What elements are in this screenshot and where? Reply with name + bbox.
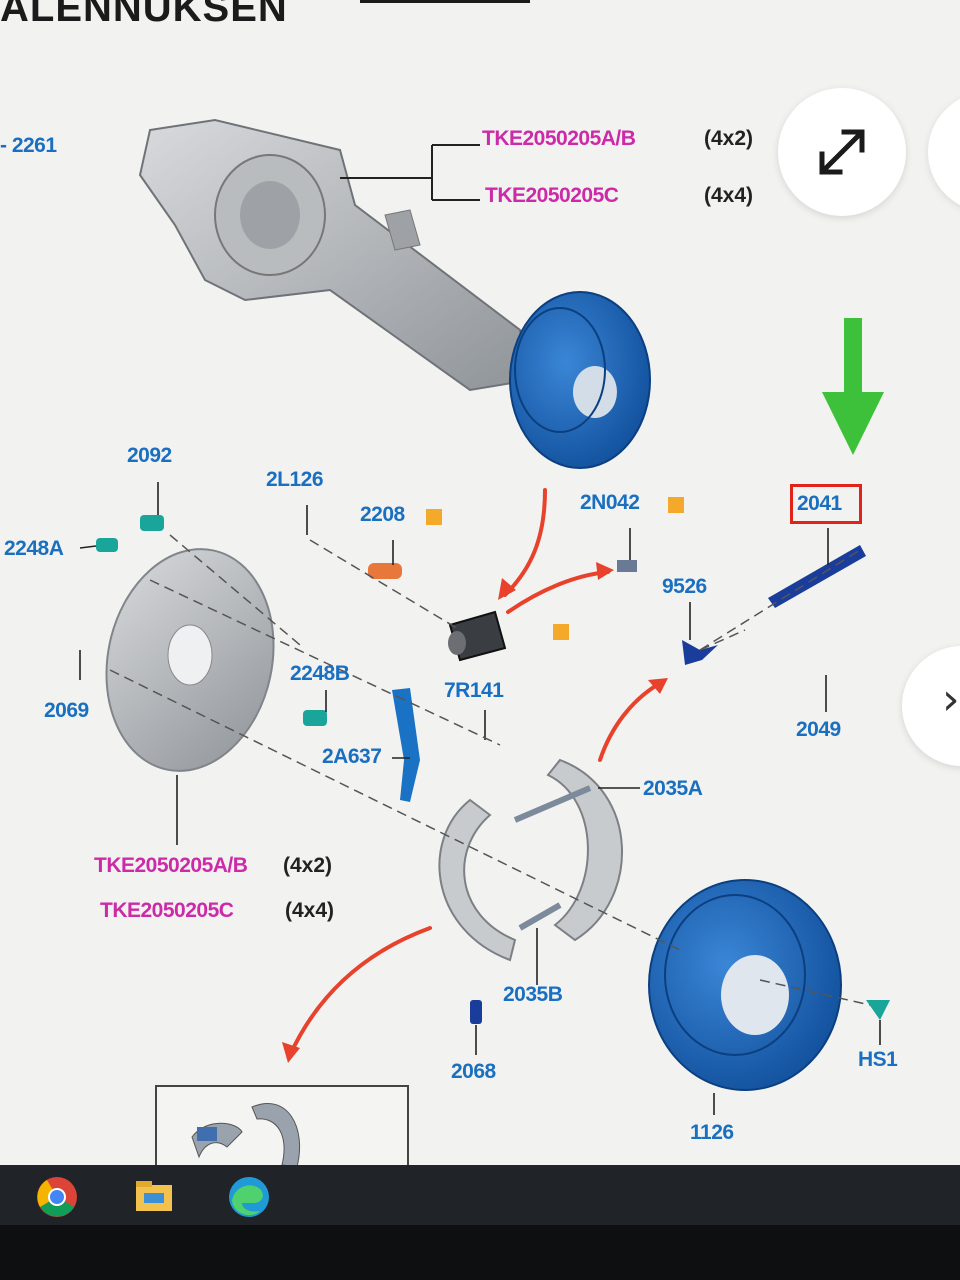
- axle-drum: [509, 291, 651, 469]
- backing-plate: [105, 548, 275, 772]
- expand-button[interactable]: [778, 88, 906, 216]
- callout-arrowheads: [282, 562, 668, 1063]
- monitor-bezel: [0, 1225, 960, 1280]
- part-1126[interactable]: 1126: [690, 1121, 734, 1144]
- part-9526[interactable]: 9526: [662, 575, 707, 598]
- part-2A637[interactable]: 2A637: [322, 745, 382, 768]
- chevron-right-icon: ›: [942, 674, 960, 725]
- folder-icon: [136, 1181, 172, 1211]
- housing-ref-code-0[interactable]: TKE2050205A/B: [482, 127, 636, 150]
- part-2248A[interactable]: 2248A: [4, 537, 64, 560]
- part-2049[interactable]: 2049: [796, 718, 841, 741]
- part-7R141[interactable]: 7R141: [444, 679, 504, 702]
- page-title: ALENNUKSEN: [0, 0, 288, 30]
- taskbar-file-explorer[interactable]: [124, 1171, 182, 1223]
- part-2208[interactable]: 2208: [360, 503, 405, 526]
- ref-2261[interactable]: - 2261: [0, 134, 57, 158]
- housing-ref-code-1[interactable]: TKE2050205C: [485, 184, 619, 207]
- info-marker: [426, 509, 442, 525]
- thumbnail-preview[interactable]: [155, 1085, 409, 1170]
- plate-ref-code-1[interactable]: TKE2050205C: [100, 899, 234, 922]
- part-leaders: [79, 482, 881, 1115]
- highlight-box-2041: [790, 484, 862, 524]
- chrome-icon: [37, 1177, 77, 1217]
- housing-ref-drive-0: (4x2): [704, 127, 754, 150]
- taskbar: [0, 1165, 960, 1225]
- assembly-axes: [109, 534, 871, 1006]
- plate-ref-drive-0: (4x2): [283, 854, 333, 877]
- title-link-underline[interactable]: [360, 0, 530, 3]
- part-2035B[interactable]: 2035B: [503, 983, 563, 1006]
- axle-housing: [138, 118, 532, 392]
- taskbar-edge[interactable]: [220, 1171, 278, 1223]
- part-2069[interactable]: 2069: [44, 699, 89, 722]
- part-2035A[interactable]: 2035A: [643, 777, 703, 800]
- part-2N042[interactable]: 2N042: [580, 491, 640, 514]
- diagram-viewer: ALENNUKSEN: [0, 0, 960, 1170]
- part-2068[interactable]: 2068: [451, 1060, 496, 1083]
- housing-ref-drive-1: (4x4): [704, 184, 754, 207]
- part-HS1[interactable]: HS1: [858, 1048, 898, 1071]
- brake-drum: [648, 879, 842, 1091]
- edge-icon: [229, 1177, 269, 1217]
- info-marker: [668, 497, 684, 513]
- part-2092[interactable]: 2092: [127, 444, 172, 467]
- housing-leaders: [340, 144, 480, 201]
- expand-arrows-icon: [819, 129, 865, 175]
- wheel-cylinder: [448, 610, 507, 662]
- part-2248B[interactable]: 2248B: [290, 662, 350, 685]
- green-pointer-arrow: [822, 318, 884, 455]
- brake-shoes: [438, 758, 624, 962]
- dash-prefix: -: [0, 134, 12, 157]
- plate-ref-code-0[interactable]: TKE2050205A/B: [94, 854, 248, 877]
- part-2041[interactable]: 2041: [797, 492, 842, 515]
- info-marker: [553, 624, 569, 640]
- part-2L126[interactable]: 2L126: [266, 468, 324, 491]
- plate-ref-drive-1: (4x4): [285, 899, 335, 922]
- exploded-parts-diagram: [79, 118, 890, 1115]
- taskbar-chrome[interactable]: [28, 1171, 86, 1223]
- brake-shoe-thumbnail-image: [191, 1103, 301, 1168]
- ref-2261-label: 2261: [11, 134, 57, 157]
